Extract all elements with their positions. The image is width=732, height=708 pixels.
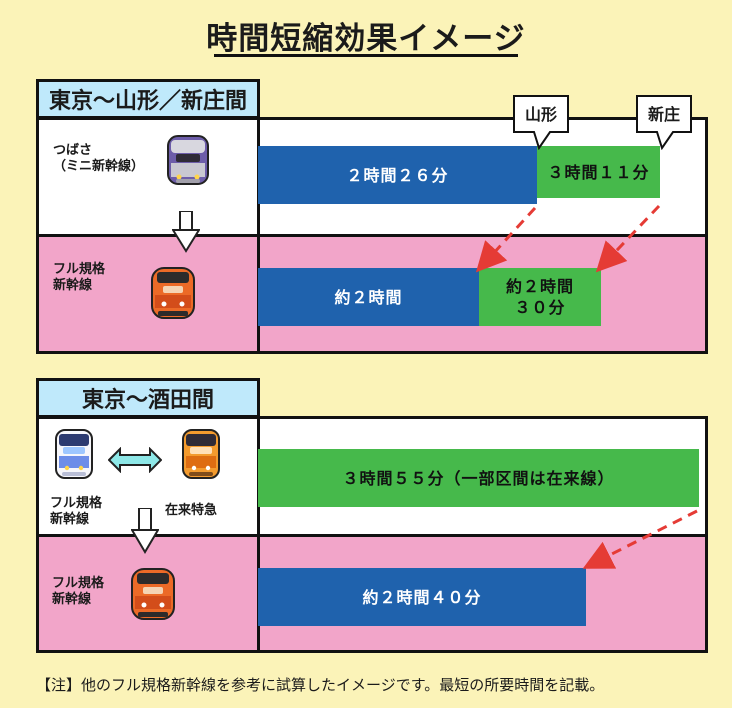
bottom-section-label-text: 東京〜酒田間 — [81, 388, 214, 413]
top-section-label: 東京〜山形／新庄間 — [36, 79, 260, 119]
bottom-divider-line — [257, 416, 260, 653]
top-divider-line — [257, 117, 260, 354]
shinjo-callout: 新庄 — [633, 94, 695, 151]
footnote: 【注】他のフル規格新幹線を参考に試算したイメージです。最短の所要時間を記載。 — [36, 676, 605, 694]
yamagata-callout: 山形 — [510, 94, 572, 151]
top-future-primary-bar: 約２時間 — [258, 268, 479, 326]
shinjo-callout-shape — [636, 95, 692, 151]
bottom-future-service-label: フル規格 新幹線 — [52, 576, 105, 607]
top-current-primary-bar: ２時間２６分 — [258, 146, 537, 204]
limited-express-train-icon — [182, 429, 220, 479]
bottom-shinkansen-train-icon — [131, 568, 175, 620]
tsubasa-train-icon — [167, 135, 209, 185]
top-future-secondary-bar: 約２時間 ３０分 — [479, 268, 601, 326]
page-title: 時間短縮効果イメージ — [206, 21, 526, 57]
top-current-secondary-bar: ３時間１１分 — [537, 146, 660, 198]
shinjo-callout-text: 新庄 — [647, 105, 680, 124]
bottom-right-service-label: 在来特急 — [165, 503, 218, 518]
left-shinkansen-train-icon — [55, 429, 93, 479]
shinkansen-train-icon — [151, 267, 195, 319]
yamagata-callout-text: 山形 — [524, 105, 557, 124]
bottom-future-bar: 約２時間４０分 — [258, 568, 586, 626]
double-arrow-icon — [108, 447, 162, 473]
bottom-down-arrow-icon — [131, 508, 159, 554]
bottom-section-label: 東京〜酒田間 — [36, 378, 260, 418]
yamagata-callout-shape — [513, 95, 569, 151]
bottom-current-bar: ３時間５５分（一部区間は在来線） — [258, 449, 699, 507]
top-future-secondary-text: 約２時間 ３０分 — [505, 277, 574, 317]
bottom-left-service-label: フル規格 新幹線 — [50, 496, 103, 527]
down-arrow-icon — [172, 211, 200, 253]
title-underline — [214, 54, 518, 57]
top-current-service-label: つばさ （ミニ新幹線） — [53, 143, 145, 174]
top-section-label-text: 東京〜山形／新庄間 — [48, 89, 247, 114]
top-future-service-label: フル規格 新幹線 — [53, 262, 106, 293]
